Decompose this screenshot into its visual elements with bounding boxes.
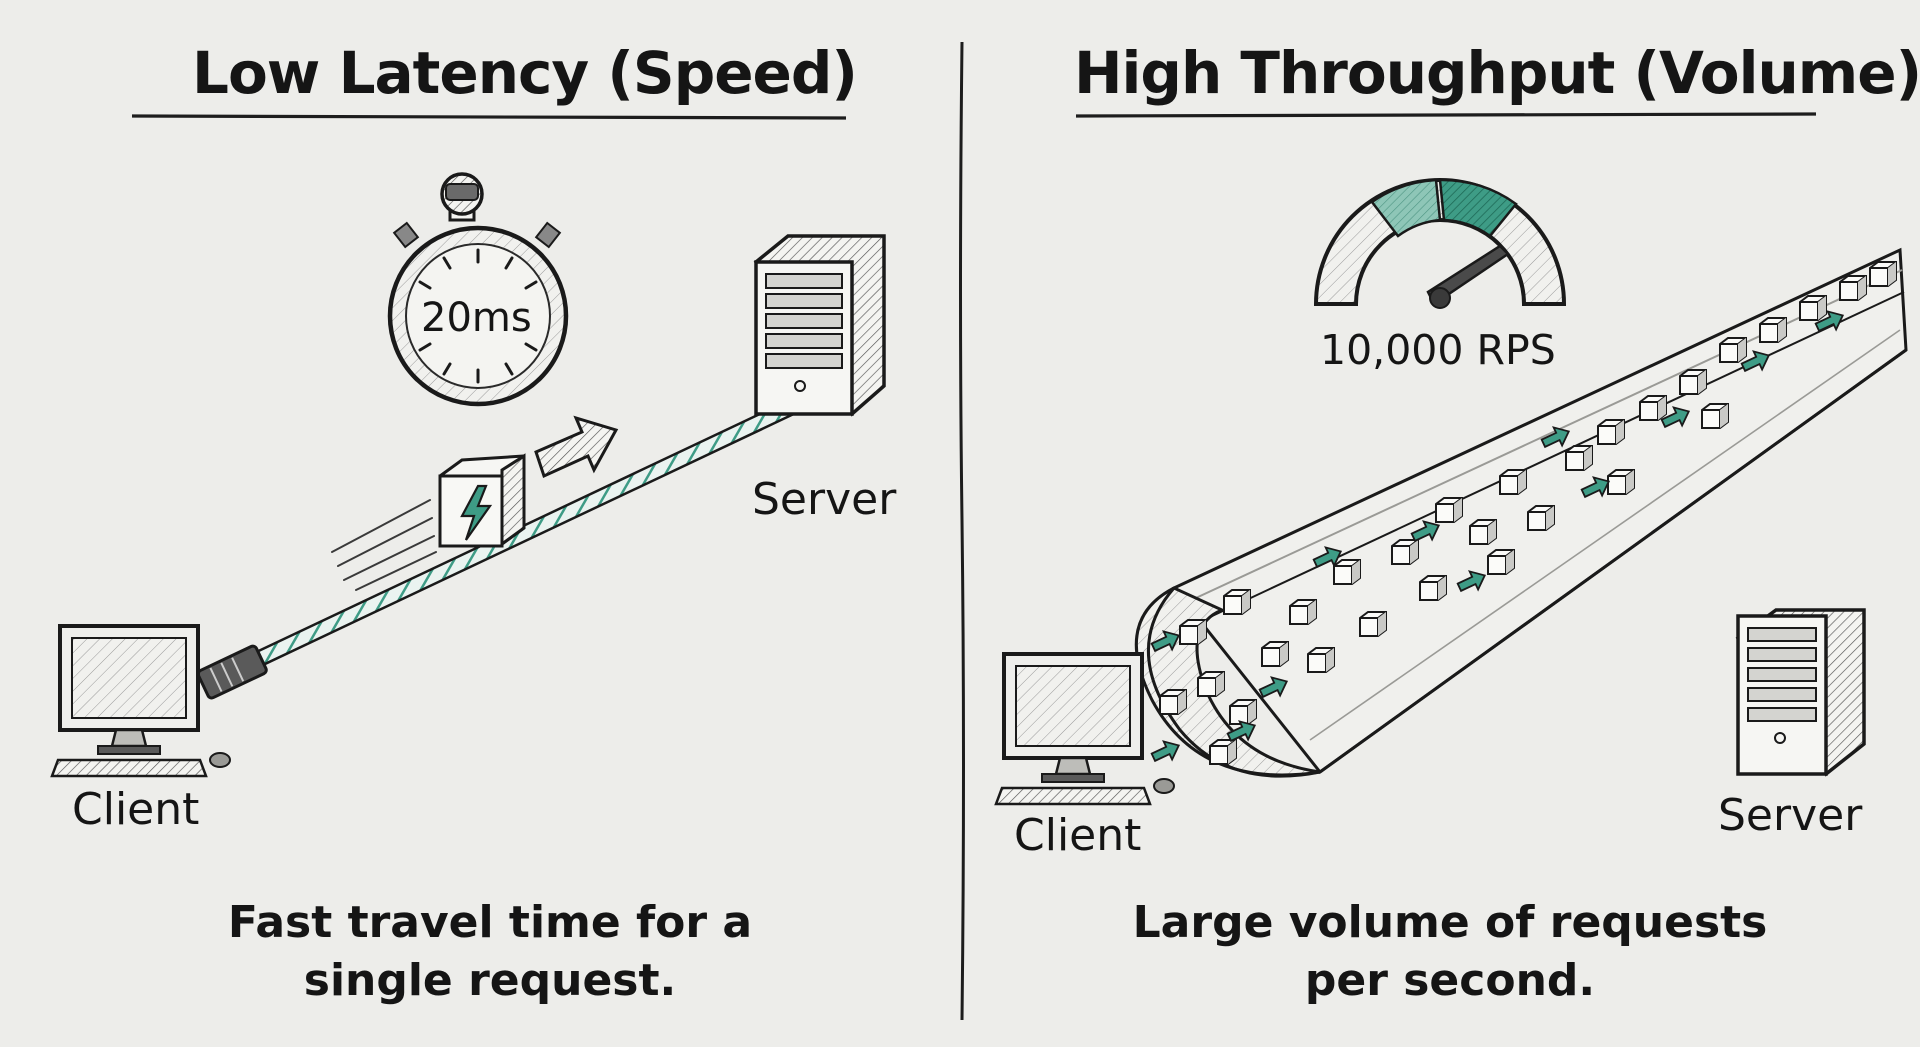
right-caption-line-2: per second. [1304,955,1596,1007]
latency-timer-label: 20ms [421,295,532,341]
left-client-label: Client [72,784,200,835]
left-server-label: Server [752,474,897,525]
server-icon [753,234,886,417]
right-panel-title: High Throughput (Volume) [1074,39,1920,107]
motion-lines [331,499,437,591]
stopwatch-icon [387,172,569,407]
request-packet-icon [438,453,526,548]
right-caption-line-1: Large volume of requests [1132,897,1768,948]
left-title-underline [131,114,847,120]
network-cable [196,395,807,700]
left-caption: Fast travel time for a single request. [130,894,850,1010]
throughput-gauge-icon [1313,178,1567,309]
direction-arrow-icon [534,415,619,479]
client-computer-icon [50,624,231,778]
left-panel-title: Low Latency (Speed) [192,39,858,107]
left-caption-line-2: single request. [303,955,677,1007]
throughput-rps-label: 10,000 RPS [1320,326,1556,374]
server-icon [1735,608,1866,777]
right-caption: Large volume of requests per second. [1070,894,1830,1010]
client-computer-icon [994,652,1175,806]
right-server-label: Server [1718,790,1863,841]
right-client-label: Client [1014,810,1142,861]
left-caption-line-1: Fast travel time for a [227,897,753,948]
lightning-bolt-icon [460,484,493,541]
right-title-underline [1075,112,1817,118]
panel-divider [959,41,965,1021]
